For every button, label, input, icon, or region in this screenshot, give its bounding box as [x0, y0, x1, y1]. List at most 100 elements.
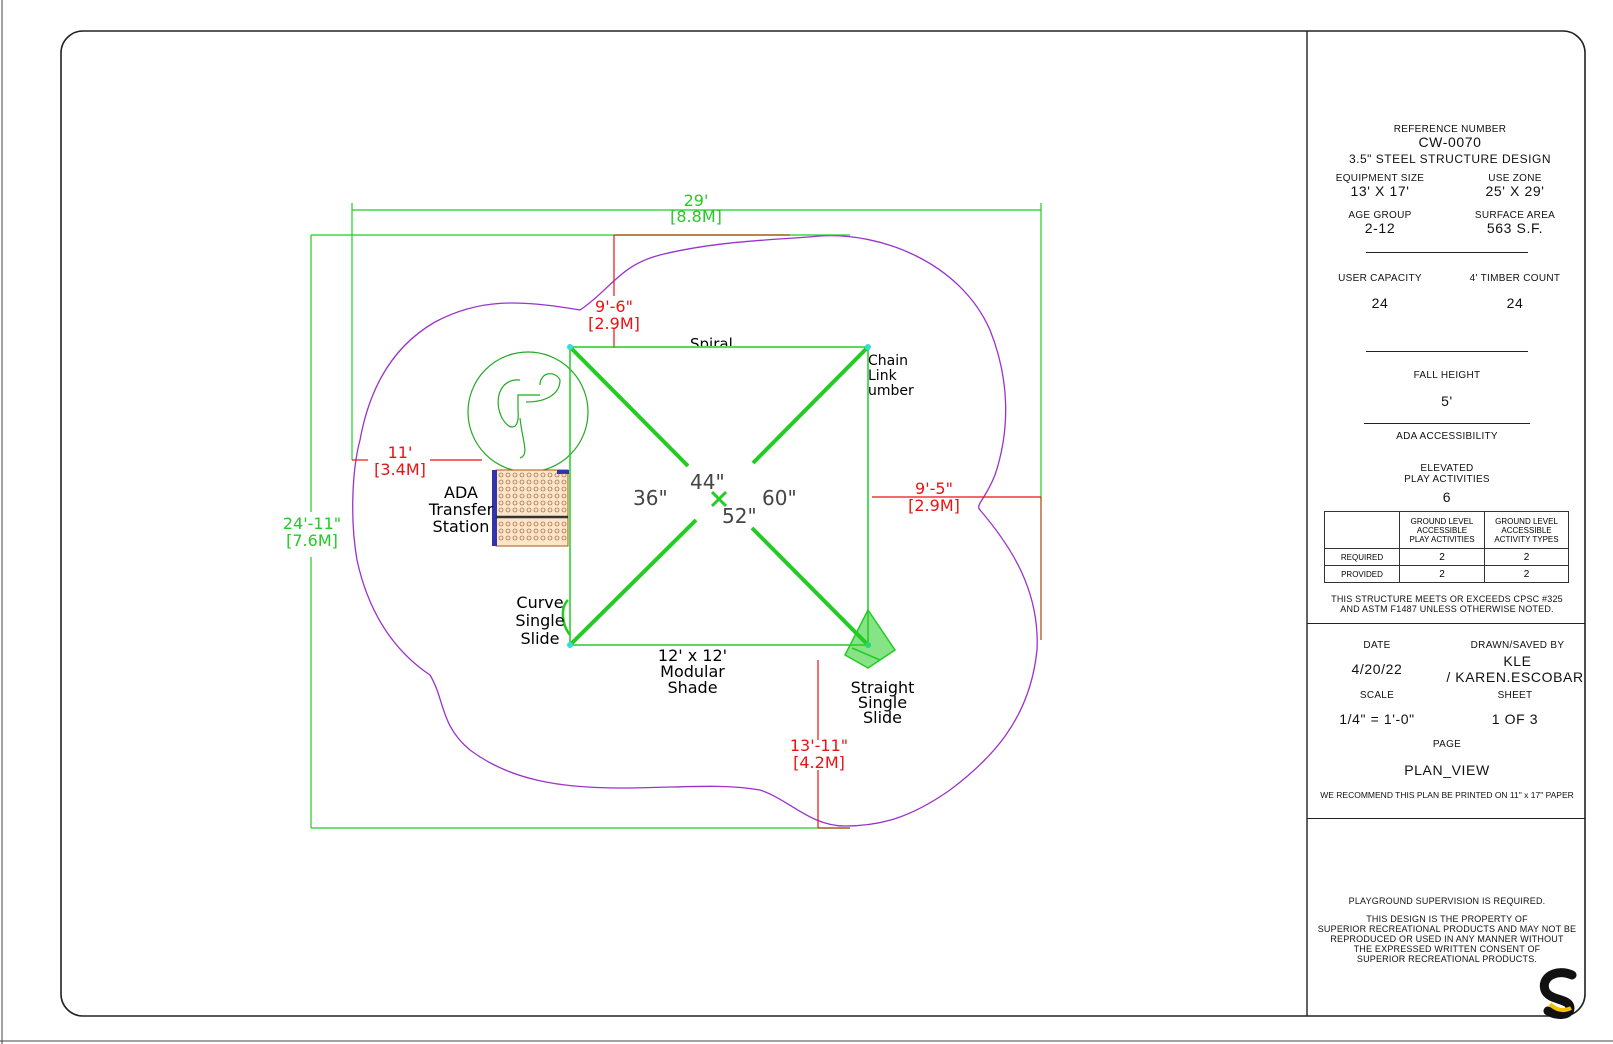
- ada-row-label: PROVIDED: [1324, 565, 1400, 583]
- ada-table: GROUND LEVEL ACCESSIBLE PLAY ACTIVITIES …: [1324, 511, 1569, 583]
- use-zone-label: USE ZONE: [1488, 173, 1542, 184]
- ada-col2-line3: ACTIVITY TYPES: [1494, 534, 1559, 544]
- ada-col2-line1: GROUND LEVEL: [1495, 516, 1558, 526]
- rule-3: [1364, 423, 1530, 424]
- use-zone-value: 25' X 29': [1485, 183, 1545, 199]
- ada-step-dot: [547, 479, 553, 485]
- dim-left-ft: 11': [387, 443, 413, 462]
- ada-step-dot: [519, 528, 525, 534]
- legal-line5: SUPERIOR RECREATIONAL PRODUCTS.: [1356, 954, 1538, 964]
- ada-step-dot: [505, 479, 511, 485]
- design-title: 3.5" STEEL STRUCTURE DESIGN: [1348, 152, 1552, 166]
- chain-link-line2: Link: [868, 368, 897, 384]
- ada-step-dot: [547, 528, 553, 534]
- sheet-border: [60, 30, 1586, 1017]
- scale-label: SCALE: [1359, 690, 1395, 701]
- dim-top-m: [2.9M]: [588, 314, 640, 333]
- ada-col1-line2: ACCESSIBLE: [1416, 525, 1468, 535]
- ada-step-dot: [540, 486, 546, 492]
- ada-row-value: 2: [1484, 548, 1569, 566]
- deck-height-36: 36": [633, 486, 668, 510]
- curve-line1: Curve: [516, 593, 564, 612]
- dim-width: 29' [8.8M]: [660, 193, 732, 225]
- dim-right-m: [2.9M]: [908, 496, 960, 515]
- legal-line3: REPRODUCED OR USED IN ANY MANNER WITHOUT: [1330, 934, 1564, 944]
- sheet-label: SHEET: [1497, 690, 1533, 701]
- ada-step-dot: [512, 528, 518, 534]
- ada-step-dot: [561, 479, 567, 485]
- ada-step-dot: [533, 507, 539, 513]
- ada-step-dot: [533, 479, 539, 485]
- surface-area-value: 563 S.F.: [1486, 220, 1544, 236]
- equipment-size-value: 13' X 17': [1350, 183, 1410, 199]
- ada-step-dot: [547, 486, 553, 492]
- age-group-label: AGE GROUP: [1348, 210, 1412, 221]
- ada-step-dot: [526, 486, 532, 492]
- shade-line1: 12' x 12': [657, 646, 728, 665]
- dim-height-ft: 24'-11": [282, 514, 342, 533]
- ada-step-dot: [505, 500, 511, 506]
- legal-line1: THIS DESIGN IS THE PROPERTY OF: [1366, 914, 1528, 924]
- ada-step-dot: [498, 521, 504, 527]
- ada-step-dot: [505, 486, 511, 492]
- ada-step-dot: [519, 500, 525, 506]
- ada-step-dot: [561, 535, 567, 541]
- ada-step-dot: [547, 535, 553, 541]
- ada-step-dot: [526, 472, 532, 478]
- ada-step-dot: [526, 500, 532, 506]
- ada-step-dot: [540, 479, 546, 485]
- straight-slide-symbol: [844, 608, 897, 669]
- ada-step-dot: [526, 479, 532, 485]
- sheet-value: 1 OF 3: [1491, 711, 1539, 727]
- dim-height: 24'-11" [7.6M]: [280, 515, 344, 549]
- ada-step-dot: [512, 486, 518, 492]
- ada-col1-line1: GROUND LEVEL: [1410, 516, 1474, 526]
- ada-step-dot: [533, 472, 539, 478]
- ada-step-dot: [561, 472, 567, 478]
- shade-line3: Shade: [667, 678, 718, 697]
- deck-height-44: 44": [690, 470, 725, 494]
- ada-step-dot: [512, 500, 518, 506]
- timber-count-label: 4' TIMBER COUNT: [1469, 273, 1561, 284]
- ada-step-dot: [498, 493, 504, 499]
- surface-area-label: SURFACE AREA: [1474, 210, 1556, 221]
- reference-number: CW-0070: [1418, 134, 1482, 150]
- age-group-value: 2-12: [1364, 220, 1396, 236]
- ada-step-dot: [505, 493, 511, 499]
- dim-right-ft: 9'-5": [915, 479, 953, 498]
- reference-label: REFERENCE NUMBER: [1393, 124, 1507, 135]
- timber-count-value: 24: [1506, 295, 1524, 311]
- user-capacity-value: 24: [1371, 295, 1389, 311]
- ada-step-dot: [512, 493, 518, 499]
- page-label: PAGE: [1432, 739, 1462, 750]
- ada-step-dot: [498, 486, 504, 492]
- straight-line1: Straight: [850, 678, 915, 697]
- curve-line2: Single: [515, 611, 565, 630]
- ada-step-dot: [554, 507, 560, 513]
- ada-step-dot: [519, 507, 525, 513]
- table-row: PROVIDED 2 2: [1324, 565, 1569, 583]
- ada-accessibility-label: ADA ACCESSIBILITY: [1396, 431, 1498, 442]
- standards-line2: AND ASTM F1487 UNLESS OTHERWISE NOTED.: [1340, 604, 1554, 614]
- ada-step-dot: [498, 472, 504, 478]
- ada-line2: Transfer: [428, 500, 494, 519]
- chain-link-line1: Chain: [868, 353, 908, 369]
- dim-width-m: [8.8M]: [670, 207, 722, 226]
- ada-col2-header: GROUND LEVEL ACCESSIBLE ACTIVITY TYPES: [1484, 511, 1569, 549]
- ada-step-dot: [547, 472, 553, 478]
- dim-bottom-ft: 13'-11": [789, 736, 849, 755]
- standards-line1: THIS STRUCTURE MEETS OR EXCEEDS CPSC #32…: [1331, 594, 1563, 604]
- fall-height-label: FALL HEIGHT: [1413, 370, 1481, 381]
- ada-step-dot: [554, 493, 560, 499]
- dim-height-m: [7.6M]: [286, 531, 338, 550]
- extension-lines-brown: [614, 234, 1042, 829]
- equipment-size-label: EQUIPMENT SIZE: [1335, 173, 1425, 184]
- ada-step-dot: [540, 493, 546, 499]
- curve-slide-label: Curve Single Slide: [508, 594, 572, 648]
- ada-step-dot: [561, 493, 567, 499]
- modular-shade: [567, 344, 871, 648]
- ada-step-dot: [540, 521, 546, 527]
- ada-step-dot: [526, 507, 532, 513]
- ada-row-value: 2: [1398, 565, 1486, 583]
